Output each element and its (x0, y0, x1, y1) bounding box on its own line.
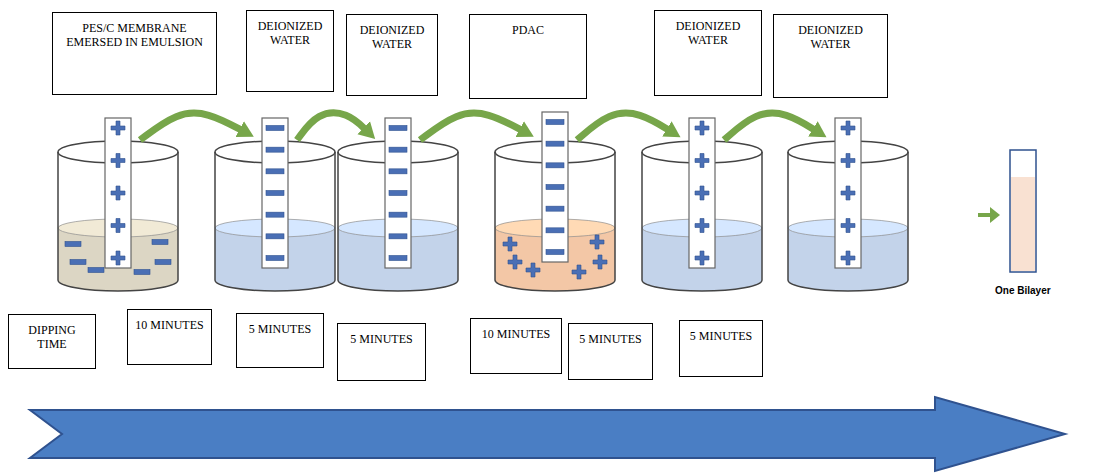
positive-charge (526, 263, 540, 277)
beaker (58, 118, 178, 291)
positive-charge (111, 154, 125, 168)
step-text: DIPPING TIME (15, 323, 89, 352)
beaker (338, 118, 458, 291)
negative-charge (389, 191, 407, 196)
transfer-arrow (140, 113, 245, 140)
negative-charge (70, 260, 86, 265)
positive-charge (841, 186, 855, 200)
negative-charge (266, 126, 284, 131)
flow-arrow (30, 397, 1065, 471)
beaker (215, 118, 335, 291)
negative-charge (88, 268, 104, 273)
time-box: 5 MINUTES (679, 320, 763, 377)
positive-charge (841, 154, 855, 168)
positive-charge (111, 251, 125, 265)
step-box: DEIONIZED WATER (246, 10, 334, 92)
beaker (495, 112, 615, 291)
bilayer-fill (1011, 177, 1035, 271)
transfer-arrow (297, 113, 368, 140)
step-text: 5 MINUTES (690, 329, 752, 343)
beaker (788, 118, 908, 291)
negative-charge (389, 256, 407, 261)
step-text: DEIONIZED WATER (780, 23, 881, 52)
negative-charge (389, 169, 407, 174)
positive-charge (695, 121, 709, 135)
step-text: DEIONIZED WATER (661, 19, 755, 48)
negative-charge (266, 212, 284, 217)
negative-charge (155, 260, 171, 265)
negative-charge (546, 206, 564, 211)
step-text: PES/C MEMBRANE EMERSED IN EMULSION (59, 21, 210, 50)
negative-charge (546, 141, 564, 146)
positive-charge (111, 121, 125, 135)
time-box: 5 MINUTES (337, 323, 426, 381)
negative-charge (266, 191, 284, 196)
negative-charge (389, 147, 407, 152)
positive-charge (111, 219, 125, 233)
step-box: DEIONIZED WATER (773, 14, 888, 98)
time-box: 5 MINUTES (236, 313, 324, 368)
step-text: 5 MINUTES (350, 332, 412, 346)
time-box: 10 MINUTES (470, 318, 562, 374)
negative-charge (152, 240, 168, 245)
solution (215, 228, 335, 291)
negative-charge (546, 163, 564, 168)
bilayer-tube (1010, 150, 1036, 272)
positive-charge (695, 251, 709, 265)
negative-charge (266, 147, 284, 152)
negative-charge (266, 169, 284, 174)
positive-charge (841, 219, 855, 233)
negative-charge (389, 234, 407, 239)
membrane (385, 118, 411, 268)
negative-charge (389, 212, 407, 217)
negative-charge (266, 234, 284, 239)
step-text: DEIONIZED WATER (353, 23, 431, 52)
positive-charge (593, 255, 607, 269)
step-box: PES/C MEMBRANE EMERSED IN EMULSION (52, 12, 217, 95)
positive-charge (695, 154, 709, 168)
positive-charge (841, 121, 855, 135)
positive-charge (695, 219, 709, 233)
positive-charge (111, 186, 125, 200)
transfer-arrow (577, 113, 672, 140)
transfer-arrow (420, 113, 525, 140)
step-text: 10 MINUTES (135, 318, 203, 332)
membrane (262, 118, 288, 268)
negative-charge (546, 185, 564, 190)
positive-charge (572, 265, 586, 279)
step-text: 10 MINUTES (482, 327, 550, 341)
product-label: One Bilayer (995, 285, 1051, 296)
membrane (105, 118, 131, 268)
time-box: 10 MINUTES (127, 309, 212, 365)
transfer-arrow (724, 113, 818, 140)
negative-charge (389, 126, 407, 131)
negative-charge (134, 270, 150, 275)
positive-charge (508, 255, 522, 269)
negative-charge (546, 228, 564, 233)
negative-charge (546, 250, 564, 255)
step-text: PDAC (512, 23, 544, 37)
time-box: 5 MINUTES (568, 323, 653, 380)
positive-charge (503, 237, 517, 251)
membrane (542, 112, 568, 262)
positive-charge (695, 186, 709, 200)
step-box: DEIONIZED WATER (654, 10, 762, 96)
negative-charge (65, 242, 81, 247)
positive-charge (841, 251, 855, 265)
time-box: DIPPING TIME (8, 314, 96, 369)
solution (338, 228, 458, 291)
negative-charge (546, 120, 564, 125)
step-text: 5 MINUTES (579, 332, 641, 346)
step-text: 5 MINUTES (249, 322, 311, 336)
membrane (689, 118, 715, 268)
step-box: PDAC (469, 14, 587, 99)
membrane (835, 118, 861, 268)
step-text: DEIONIZED WATER (253, 19, 327, 48)
positive-charge (590, 235, 604, 249)
small-arrow (978, 207, 1000, 223)
beaker (642, 118, 762, 291)
negative-charge (266, 256, 284, 261)
step-box: DEIONIZED WATER (346, 14, 438, 96)
